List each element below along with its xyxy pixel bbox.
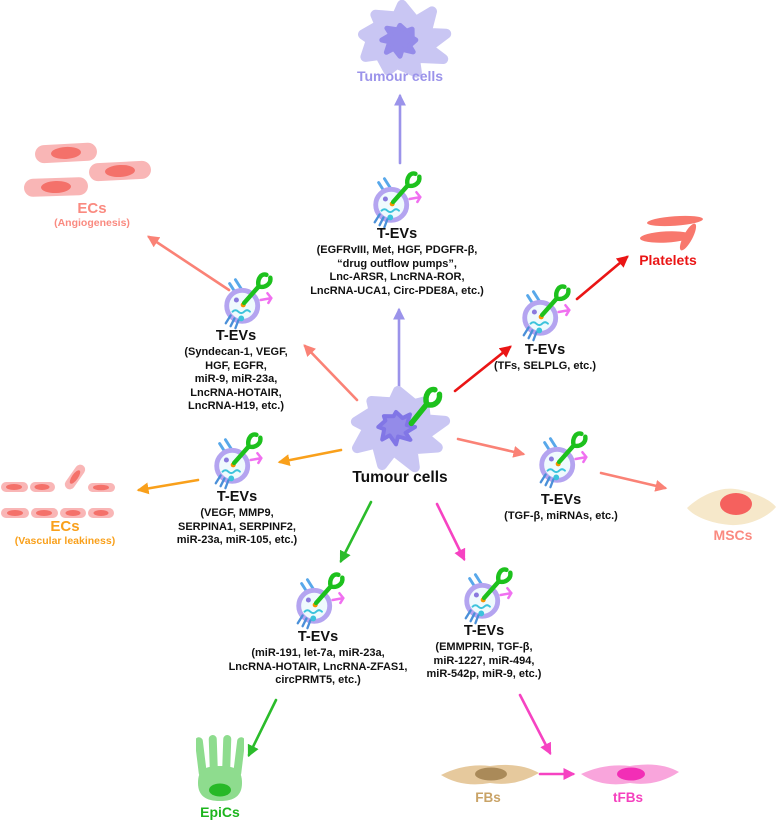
tfbs-label: tFBs <box>613 790 643 805</box>
cargo-line: (EMMPRIN, TGF-β, <box>435 641 533 653</box>
ecs-leakiness-subtitle: (Vascular leakiness) <box>14 534 116 547</box>
fbs-label: FBs <box>475 790 501 805</box>
tev-icon-epics <box>290 570 352 632</box>
cargo-line: miR-23a, miR-105, etc.) <box>176 534 298 547</box>
ecs-angiogenesis-label: ECs (Angiogenesis) <box>32 200 152 230</box>
ev-angiogenesis-cargo: (Syndecan-1, VEGF, HGF, EGFR, miR-9, miR… <box>146 346 326 414</box>
ecs-angiogenesis-illustration <box>24 142 151 197</box>
cargo-line: (TGF-β, miRNAs, etc.) <box>504 510 618 522</box>
ev-top-title: T-EVs <box>376 226 418 242</box>
ev-fibroblasts-label: T-EVs (EMMPRIN, TGF-β, miR-1227, miR-494… <box>389 623 579 682</box>
arrow-center-to-fb-ev <box>435 502 466 562</box>
ecs-angiogenesis-subtitle: (Angiogenesis) <box>54 216 130 229</box>
ev-epics-label: T-EVs (miR-191, let-7a, miR-23a, LncRNA-… <box>203 629 433 688</box>
cargo-line: miR-9, miR-23a, <box>194 373 278 386</box>
epics-label: EpiCs <box>200 804 240 820</box>
cargo-line: SERPINA1, SERPINF2, <box>178 520 296 533</box>
ecs-angiogenesis-name: ECs <box>77 200 107 217</box>
ev-mscs-title: T-EVs <box>540 492 582 508</box>
ev-epics-title: T-EVs <box>297 629 339 645</box>
arrow-angio-ev-to-ecs <box>147 235 231 292</box>
tumour-cells-center-label: Tumour cells <box>352 469 448 486</box>
ev-angiogenesis-label: T-EVs (Syndecan-1, VEGF, HGF, EGFR, miR-… <box>146 328 326 414</box>
cargo-line: “drug outflow pumps”, <box>337 257 457 270</box>
platelets-label: Platelets <box>639 252 697 268</box>
cargo-line: miR-542p, miR-9, etc.) <box>426 668 542 681</box>
tev-icon-fibroblasts <box>458 565 520 627</box>
ev-mscs-label: T-EVs (TGF-β, miRNAs, etc.) <box>471 492 651 524</box>
arrow-center-to-platelet-ev <box>453 345 512 393</box>
cargo-line: (VEGF, MMP9, <box>200 507 274 519</box>
epics-illustration <box>196 735 244 801</box>
cargo-line: HGF, EGFR, <box>205 359 267 372</box>
arrow-epic-ev-to-epics <box>247 698 278 758</box>
ecs-leakiness-illustration <box>1 464 115 518</box>
arrow-leak-ev-to-ecs <box>136 478 200 495</box>
arrow-center-to-epic-ev <box>339 500 373 564</box>
tumour-cell-top-illustration <box>358 0 452 78</box>
cargo-line: miR-1227, miR-494, <box>433 654 535 667</box>
ev-fibroblasts-title: T-EVs <box>463 623 505 639</box>
arrow-center-to-leak-ev <box>277 448 343 467</box>
cargo-line: (TFs, SELPLG, etc.) <box>493 360 597 372</box>
ev-angiogenesis-title: T-EVs <box>215 328 257 344</box>
wrench-icon <box>404 386 444 428</box>
ecs-leakiness-name: ECs <box>50 518 80 535</box>
cargo-line: Lnc-ARSR, LncRNA-ROR, <box>329 271 465 284</box>
arrow-msc-ev-to-mscs <box>599 471 668 492</box>
cargo-line: LncRNA-UCA1, Circ-PDE8A, etc.) <box>310 284 484 297</box>
arrow-platelet-ev-to-platelets <box>575 255 629 301</box>
tev-icon-top <box>367 169 429 231</box>
arrow-center-to-angio-ev <box>303 344 359 402</box>
ev-platelets-label: T-EVs (TFs, SELPLG, etc.) <box>460 342 630 374</box>
ev-platelets-cargo: (TFs, SELPLG, etc.) <box>460 360 630 374</box>
ecs-leakiness-label: ECs (Vascular leakiness) <box>5 518 125 548</box>
mscs-illustration <box>687 488 776 526</box>
ev-fibroblasts-cargo: (EMMPRIN, TGF-β, miR-1227, miR-494, miR-… <box>389 641 579 682</box>
fbs-illustration <box>441 764 539 785</box>
ev-platelets-title: T-EVs <box>524 342 566 358</box>
tev-icon-mscs <box>533 429 595 491</box>
tev-icon-leakiness <box>208 430 270 492</box>
cargo-line: circPRMT5, etc.) <box>275 674 361 687</box>
arrow-center-to-msc-ev <box>456 437 526 458</box>
ev-leakiness-label: T-EVs (VEGF, MMP9, SERPINA1, SERPINF2, m… <box>142 489 332 548</box>
cargo-line: LncRNA-H19, etc.) <box>188 400 284 413</box>
cargo-line: LncRNA-HOTAIR, LncRNA-ZFAS1, <box>228 660 408 673</box>
mscs-label: MSCs <box>713 527 753 543</box>
arrow-fb-ev-to-fbs <box>518 693 552 756</box>
cargo-line: (miR-191, let-7a, miR-23a, <box>251 647 385 659</box>
tfbs-illustration <box>581 764 679 785</box>
cargo-line: (Syndecan-1, VEGF, <box>184 346 288 358</box>
ev-mscs-cargo: (TGF-β, miRNAs, etc.) <box>471 510 651 524</box>
ev-top-label: T-EVs (EGFRvIII, Met, HGF, PDGFR-β, “dru… <box>267 226 527 298</box>
ev-leakiness-cargo: (VEGF, MMP9, SERPINA1, SERPINF2, miR-23a… <box>142 507 332 548</box>
tumour-cells-top-label: Tumour cells <box>356 68 444 84</box>
ev-leakiness-title: T-EVs <box>216 489 258 505</box>
ev-epics-cargo: (miR-191, let-7a, miR-23a, LncRNA-HOTAIR… <box>203 647 433 688</box>
platelets-illustration <box>640 215 703 251</box>
cargo-line: LncRNA-HOTAIR, <box>190 386 282 399</box>
cargo-line: (EGFRvIII, Met, HGF, PDGFR-β, <box>316 244 478 256</box>
ev-top-cargo: (EGFRvIII, Met, HGF, PDGFR-β, “drug outf… <box>267 244 527 298</box>
